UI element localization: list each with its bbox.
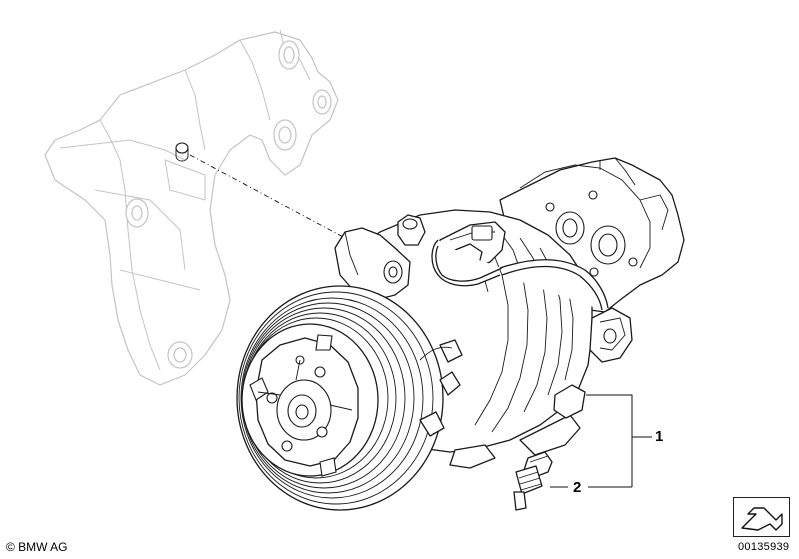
drawing-number: 00135939 <box>738 541 790 553</box>
navigation-arrow-button[interactable] <box>733 497 790 537</box>
leader-lines <box>550 394 652 488</box>
copyright-label: © BMW AG <box>6 540 68 554</box>
callout-1: 1 <box>655 428 664 445</box>
pulley-clutch-assembly <box>236 285 463 511</box>
control-valve-connector <box>431 221 609 311</box>
arrow-down-left-icon <box>741 507 783 531</box>
alignment-line <box>189 154 346 239</box>
mounting-stud <box>175 142 189 162</box>
callout-2: 2 <box>573 479 582 496</box>
pressure-relief-valve <box>513 451 553 511</box>
mounting-bracket-ghost <box>44 29 339 386</box>
